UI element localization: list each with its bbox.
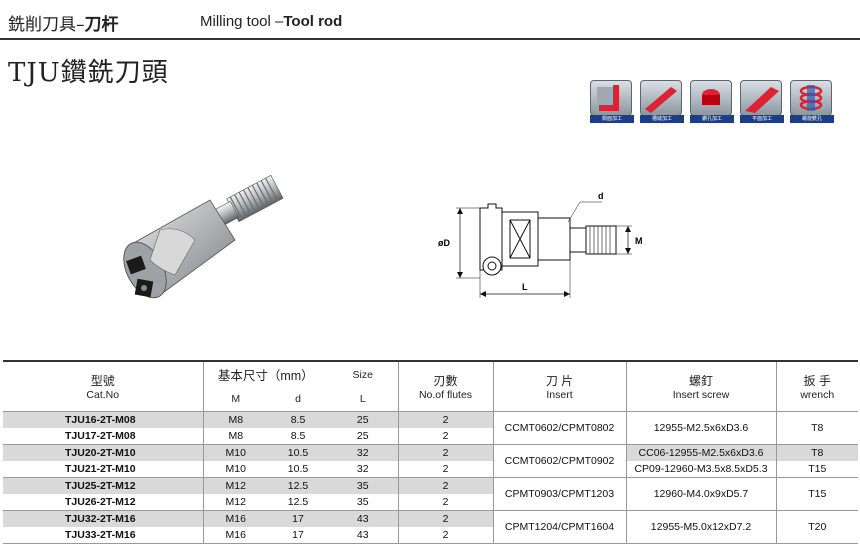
m-cell: M12 xyxy=(202,493,268,511)
table-row: TJU16-2T-M08 M8 8.5 25 2 CCMT0602/CPMT08… xyxy=(3,411,858,445)
wrench-cell: T8 xyxy=(775,444,858,461)
insert-cell: CCMT0602/CPMT0802 xyxy=(492,411,626,445)
cat-no-cell: TJU20-2T-M10 xyxy=(3,444,203,461)
flutes-cell: 2 xyxy=(397,493,493,511)
technical-drawing: øD M L d xyxy=(430,190,660,300)
flutes-cell: 2 xyxy=(397,460,493,478)
l-cell: 43 xyxy=(328,526,398,544)
table-row: TJU33-2T-M16 M16 17 43 2 xyxy=(3,526,858,544)
cat-no-cell: TJU21-2T-M10 xyxy=(3,460,203,478)
d-cell: 12.5 xyxy=(268,493,328,511)
flutes-cell: 2 xyxy=(397,427,493,445)
table-row: TJU17-2T-M08 M8 8.5 25 2 xyxy=(3,427,858,445)
header-chinese: 銑削刀具–刀杆 xyxy=(8,15,119,35)
l-cell: 25 xyxy=(328,411,398,428)
header-english: Milling tool –Tool rod xyxy=(200,13,343,30)
l-cell: 35 xyxy=(328,493,398,511)
l-cell: 25 xyxy=(328,427,398,445)
d-cell: 17 xyxy=(268,526,328,544)
icon-caption: 鑽孔加工 xyxy=(690,115,734,123)
flutes-cell: 2 xyxy=(397,477,493,494)
shoulder-milling-icon: 側面加工 xyxy=(590,80,634,123)
cat-no-cell: TJU26-2T-M12 xyxy=(3,493,203,511)
screw-cell: 12955-M2.5x6xD3.6 xyxy=(625,411,776,445)
page-header: 銑削刀具–刀杆 Milling tool –Tool rod xyxy=(0,0,860,40)
header-size: Size xyxy=(352,368,373,381)
flutes-cell: 2 xyxy=(397,411,493,428)
m-cell: M8 xyxy=(202,427,268,445)
screw-cell: CC06-12955-M2.5x6xD3.6 xyxy=(625,444,776,461)
flutes-cell: 2 xyxy=(397,510,493,527)
m-cell: M8 xyxy=(202,411,268,428)
tool-photo xyxy=(100,170,290,320)
header-m: M xyxy=(231,392,241,405)
dimension-label-d: d xyxy=(598,191,604,201)
table-row: TJU21-2T-M10 M10 10.5 32 2 CP09-12960-M3… xyxy=(3,460,858,478)
icon-caption: 側面加工 xyxy=(590,115,634,123)
cat-no-cell: TJU17-2T-M08 xyxy=(3,427,203,445)
helical-milling-icon: 螺旋銑孔 xyxy=(790,80,834,123)
face-milling-icon: 平面加工 xyxy=(740,80,784,123)
table-row: TJU25-2T-M12 M12 12.5 35 2 CPMT0903/CPMT… xyxy=(3,477,858,511)
application-icons: 側面加工 槽縫加工 鑽孔加工 平面加工 螺旋銑孔 xyxy=(590,80,840,123)
table-row: TJU26-2T-M12 M12 12.5 35 2 xyxy=(3,493,858,511)
d-cell: 12.5 xyxy=(268,477,328,494)
d-cell: 8.5 xyxy=(268,427,328,445)
header-d: d xyxy=(295,392,301,405)
pocket-milling-icon: 鑽孔加工 xyxy=(690,80,734,123)
l-cell: 32 xyxy=(328,460,398,478)
dimension-label-M: M xyxy=(635,236,643,246)
icon-caption: 平面加工 xyxy=(740,115,784,123)
icon-caption: 槽縫加工 xyxy=(640,115,684,123)
screw-cell: 12960-M4.0x9xD5.7 xyxy=(625,477,776,511)
l-cell: 43 xyxy=(328,510,398,527)
m-cell: M10 xyxy=(202,460,268,478)
insert-cell: CPMT0903/CPMT1203 xyxy=(492,477,626,511)
wrench-cell: T15 xyxy=(775,477,858,511)
d-cell: 10.5 xyxy=(268,444,328,461)
flutes-cell: 2 xyxy=(397,444,493,461)
insert-cell: CCMT0602/CPMT0902 xyxy=(492,444,626,478)
m-cell: M10 xyxy=(202,444,268,461)
header-l: L xyxy=(359,392,366,405)
l-cell: 35 xyxy=(328,477,398,494)
cat-no-cell: TJU32-2T-M16 xyxy=(3,510,203,527)
header-basic-size: 基本尺寸（mm） xyxy=(217,369,314,383)
l-cell: 32 xyxy=(328,444,398,461)
slot-milling-icon: 槽縫加工 xyxy=(640,80,684,123)
d-cell: 10.5 xyxy=(268,460,328,478)
header-divider xyxy=(0,38,860,40)
icon-caption: 螺旋銑孔 xyxy=(790,115,834,123)
m-cell: M16 xyxy=(202,526,268,544)
table-row: TJU20-2T-M10 M10 10.5 32 2 CCMT0602/CPMT… xyxy=(3,444,858,478)
wrench-cell: T15 xyxy=(775,460,858,478)
d-cell: 8.5 xyxy=(268,411,328,428)
cat-no-cell: TJU33-2T-M16 xyxy=(3,526,203,544)
dimension-label-D: øD xyxy=(438,238,450,248)
m-cell: M16 xyxy=(202,510,268,527)
page-title: TJU鑽銑刀頭 xyxy=(8,58,169,88)
table-row: TJU32-2T-M16 M16 17 43 2 CPMT1204/CPMT16… xyxy=(3,510,858,544)
cat-no-cell: TJU25-2T-M12 xyxy=(3,477,203,494)
cat-no-cell: TJU16-2T-M08 xyxy=(3,411,203,428)
d-cell: 17 xyxy=(268,510,328,527)
wrench-cell: T8 xyxy=(775,411,858,445)
screw-cell: CP09-12960-M3.5x8.5xD5.3 xyxy=(625,460,776,478)
screw-cell: 12955-M5.0x12xD7.2 xyxy=(625,510,776,544)
insert-cell: CPMT1204/CPMT1604 xyxy=(492,510,626,544)
flutes-cell: 2 xyxy=(397,526,493,544)
m-cell: M12 xyxy=(202,477,268,494)
dimension-label-L: L xyxy=(522,282,528,292)
wrench-cell: T20 xyxy=(775,510,858,544)
